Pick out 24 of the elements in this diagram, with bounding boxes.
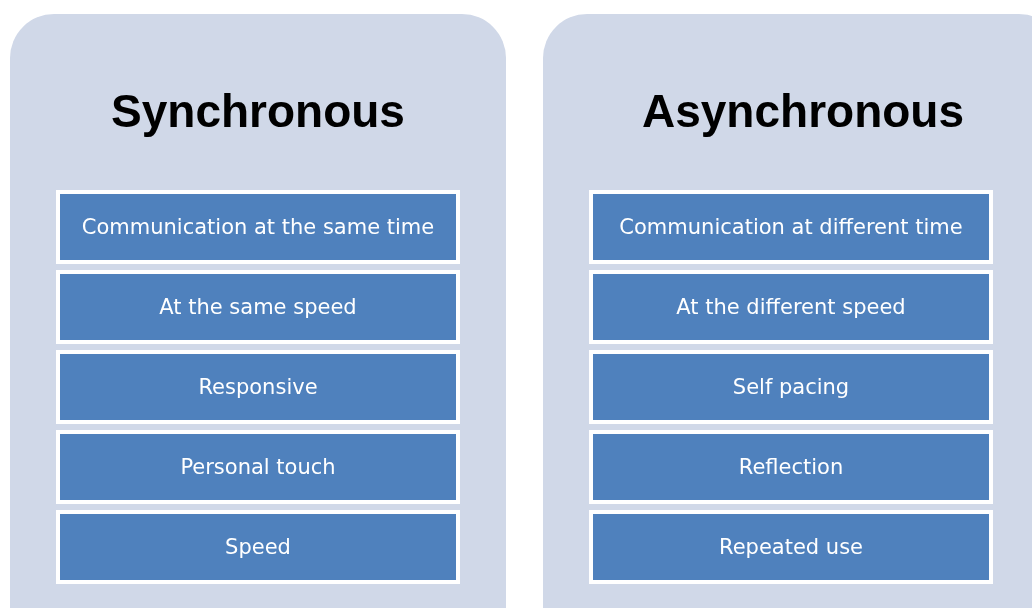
item-text: Personal touch — [180, 455, 336, 479]
item-box — [589, 430, 993, 504]
item-text: Repeated use — [719, 535, 863, 559]
item-box — [589, 270, 993, 344]
item-text: Responsive — [198, 375, 318, 399]
item-box — [56, 350, 460, 424]
item-text: At the different speed — [676, 295, 906, 319]
item-box — [56, 270, 460, 344]
item-text: Communication at the same time — [81, 215, 435, 239]
panel — [10, 14, 506, 608]
item-box — [589, 350, 993, 424]
item-box — [56, 510, 460, 584]
item-box — [589, 510, 993, 584]
item-box — [56, 430, 460, 504]
item-box — [56, 190, 460, 264]
item-text: Self pacing — [732, 375, 850, 399]
panel — [543, 14, 1032, 608]
panel-heading: Synchronous — [110, 84, 406, 138]
item-text: Speed — [225, 535, 291, 559]
item-box — [589, 190, 993, 264]
item-text: Reflection — [738, 455, 844, 479]
item-text: At the same speed — [159, 295, 357, 319]
item-text: Communication at different time — [619, 215, 963, 239]
panel-heading: Asynchronous — [640, 84, 965, 138]
